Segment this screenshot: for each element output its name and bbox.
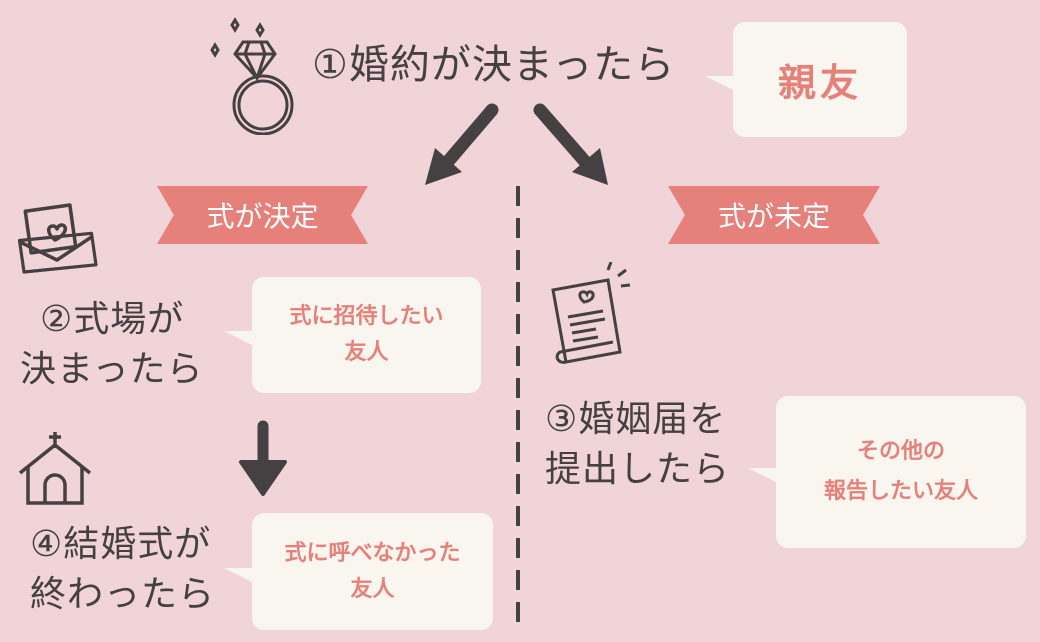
bubble-text: 親友 <box>777 61 862 105</box>
step3-line1: ③婚姻届を <box>545 399 727 440</box>
arrow-left-head <box>425 148 462 185</box>
step3-line2: 提出したら <box>545 449 731 490</box>
step4-line2: 終わったら <box>30 574 216 615</box>
step1-text: ①婚約が決まったら <box>312 42 676 88</box>
bubble-text-line1: 式に呼べなかった <box>284 540 461 566</box>
bubble-text-line2: 友人 <box>350 576 395 602</box>
bubble-close-friend: 親友 <box>733 22 907 137</box>
ring-icon <box>210 17 294 135</box>
envelope-heart-icon <box>17 203 98 274</box>
bubble-text-line2: 友人 <box>344 340 389 365</box>
bubble-uninvited-friends: 式に呼べなかった 友人 <box>252 513 493 630</box>
ribbon-undecided: 式が未定 <box>668 186 880 244</box>
step4-line1: ④結婚式が <box>30 524 212 565</box>
ribbon-decided: 式が決定 <box>157 186 368 244</box>
bubble-invite-friends: 式に招待したい 友人 <box>252 277 481 393</box>
bubble-text-line2: 報告したい友人 <box>823 479 978 504</box>
bubble-text-line1: 式に招待したい <box>289 304 444 329</box>
branch-arrows <box>425 103 608 185</box>
arrow-right-head <box>572 148 608 185</box>
bubble-text-line1: その他の <box>856 439 945 464</box>
bubble-other-friends: その他の 報告したい友人 <box>776 396 1026 548</box>
divider-dashed <box>516 186 520 632</box>
step2-line2: 決まったら <box>20 349 204 390</box>
arrow-down <box>239 420 287 496</box>
church-icon <box>18 432 92 505</box>
document-icon <box>551 262 631 364</box>
step2-line1: ②式場が <box>40 299 185 340</box>
